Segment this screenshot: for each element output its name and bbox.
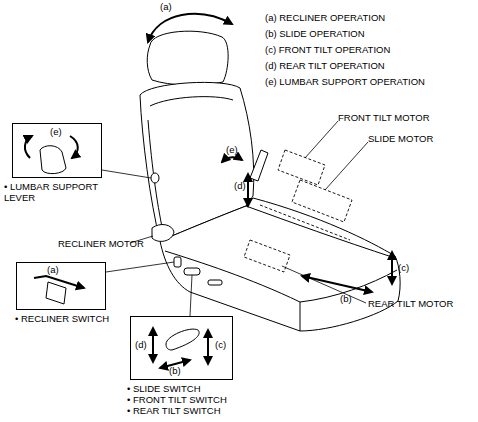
lumbar-arrow [222,157,242,162]
part-caption: • RECLINER SWITCH [15,313,109,324]
switch-symbol [166,329,199,350]
rear-tilt-arrow [247,174,249,206]
part-name: FRONT TILT MOTOR [338,112,430,123]
cushion-seam [165,206,397,331]
callout-letter: (d) [234,180,246,191]
leader-line [282,266,366,303]
inset-box: (a)• RECLINER SWITCH [16,262,106,310]
side-trim [208,280,222,285]
callout-letter: (d) [135,339,147,350]
operation-key: (c) FRONT TILT OPERATION [265,44,390,55]
callout-letter: (c) [398,262,409,273]
leader-line [102,170,151,178]
operation-key: (e) LUMBAR SUPPORT OPERATION [265,76,425,87]
leader-line [106,262,174,272]
front-tilt-arrow [391,252,393,284]
callout-letter: (e) [50,126,62,137]
callout-letter: (a) [47,264,59,275]
backrest-seam [148,97,233,236]
callout-letter: (b) [340,293,352,304]
recline-arrow [148,14,232,42]
leader-line [190,275,192,316]
inset-box: (e)• LUMBAR SUPPORT LEVER [12,123,102,178]
recliner-motor [152,225,174,242]
callout-letter: (a) [160,1,172,12]
operation-key: (b) SLIDE OPERATION [265,28,365,39]
part-name: RECLINER MOTOR [58,238,144,249]
leader-line [325,142,368,190]
operation-key: (a) RECLINER OPERATION [265,12,385,23]
part-caption: • SLIDE SWITCH [127,383,201,394]
switch-arrow [207,330,209,364]
callout-letter: (e) [226,144,238,155]
operation-key: (d) REAR TILT OPERATION [265,60,385,71]
part-caption: • FRONT TILT SWITCH [127,394,227,405]
seat-cushion [160,198,400,331]
rotate-arrow [25,136,32,158]
headrest [147,31,228,85]
lumbar-knob [151,173,159,183]
switch-arrow [152,328,154,362]
rotate-arrow [70,136,78,158]
part-name: REAR TILT MOTOR [368,298,453,309]
slide-arrow [302,276,372,292]
lever-symbol [40,146,66,174]
rear-tilt-motor [244,240,290,272]
buckle [250,150,268,181]
leader-line [305,121,338,158]
slide-switch [184,268,200,275]
slide-motor [260,180,352,240]
recliner-switch [174,257,181,267]
callout-letter: (b) [169,365,181,376]
part-caption: • REAR TILT SWITCH [127,405,221,416]
part-caption: • LUMBAR SUPPORT LEVER [4,181,108,203]
part-name: SLIDE MOTOR [368,133,433,144]
front-tilt-motor [278,150,325,185]
switch-symbol [46,282,66,304]
callout-letter: (c) [215,339,226,350]
inset-box: (d)(c)(b)• SLIDE SWITCH• FRONT TILT SWIT… [130,316,233,380]
switch-arrow [34,276,84,288]
